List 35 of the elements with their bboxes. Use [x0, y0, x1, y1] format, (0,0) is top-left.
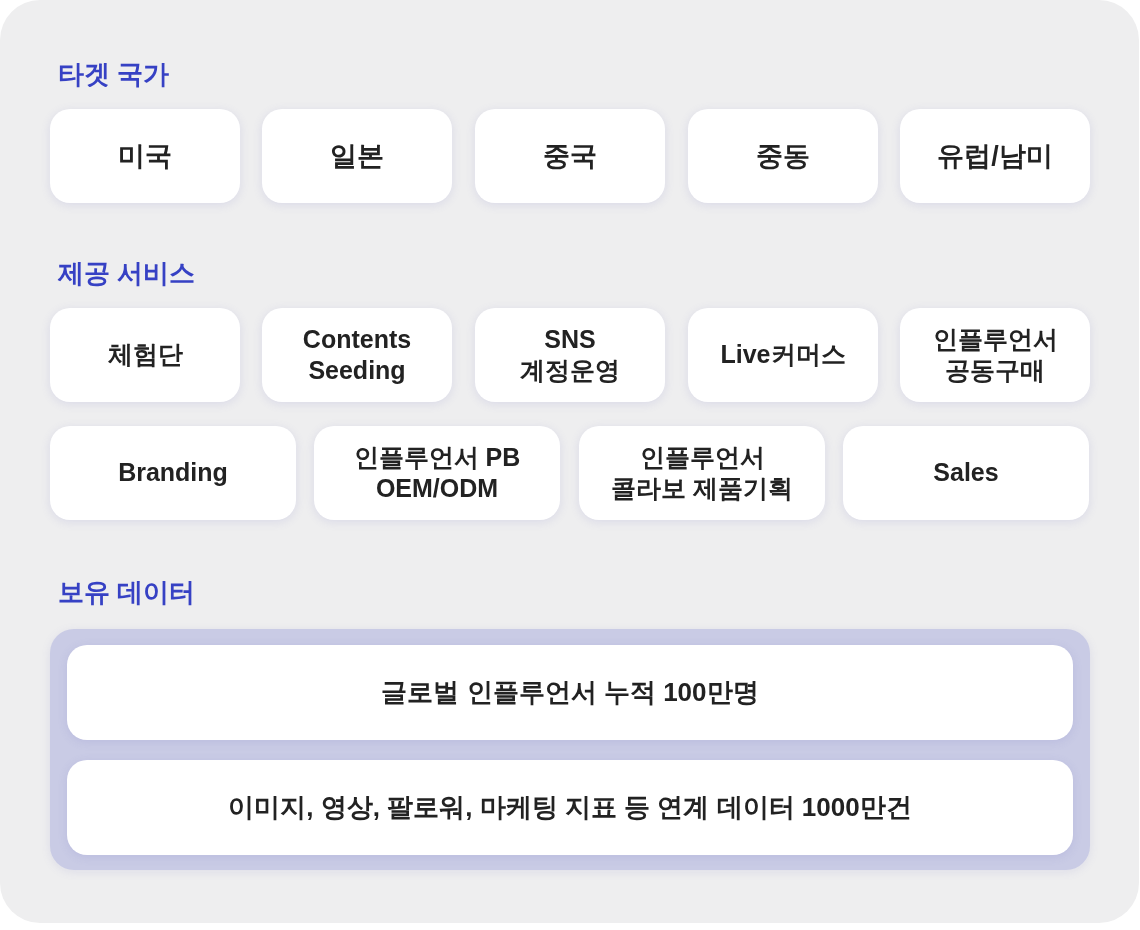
country-name: 중동 [756, 139, 810, 173]
service-card [579, 426, 825, 520]
section-heading: 보유 데이터 [58, 576, 196, 609]
service-card [900, 308, 1090, 402]
service-card [262, 308, 452, 402]
country-card [262, 109, 452, 203]
service-name: 인플루언서 콜라보 제품기획 [610, 441, 794, 504]
country-card [900, 109, 1090, 203]
country-name: 유럽/남미 [937, 139, 1053, 173]
data-text: 글로벌 인플루언서 누적 100만명 [381, 676, 759, 709]
data-text: 이미지, 영상, 팔로워, 마케팅 지표 등 연계 데이터 1000만건 [228, 791, 912, 824]
service-name: Branding [118, 457, 228, 489]
service-name: 인플루언서 공동구매 [931, 323, 1059, 386]
section-heading: 타겟 국가 [58, 58, 170, 91]
country-card [475, 109, 665, 203]
service-card [50, 426, 296, 520]
data-card [67, 760, 1073, 855]
service-card [50, 308, 240, 402]
country-name: 미국 [118, 139, 172, 173]
country-name: 중국 [543, 139, 597, 173]
service-name: 인플루언서 PB OEM/ODM [352, 441, 522, 504]
data-card [67, 645, 1073, 740]
service-card [314, 426, 560, 520]
service-card [843, 426, 1089, 520]
section-heading: 제공 서비스 [58, 257, 196, 290]
service-card [475, 308, 665, 402]
country-card [688, 109, 878, 203]
service-name: Live커머스 [720, 339, 846, 371]
country-name: 일본 [330, 139, 384, 173]
service-name: 체험단 [107, 339, 183, 371]
country-card [50, 109, 240, 203]
service-card [688, 308, 878, 402]
service-name: SNS 계정운영 [519, 323, 621, 386]
service-name: Contents Seeding [301, 323, 413, 386]
service-name: Sales [933, 457, 999, 489]
